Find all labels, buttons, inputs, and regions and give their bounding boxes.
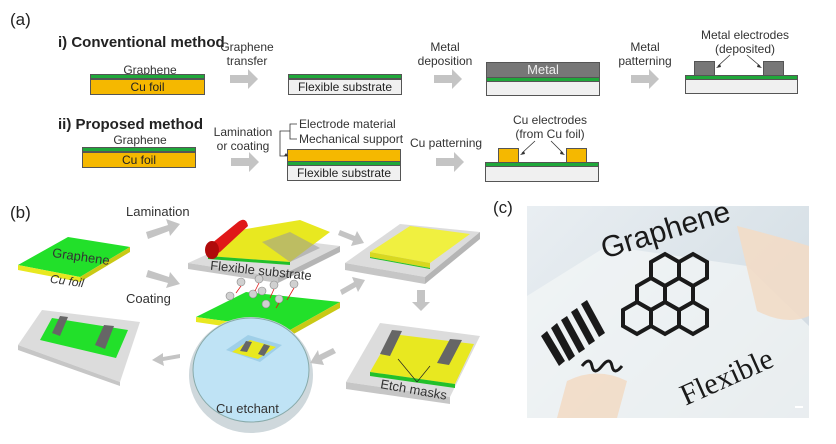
cu-foil-label: Cu foil (121, 153, 156, 167)
pointer-line (746, 54, 761, 67)
panel-a-label: (a) (10, 10, 31, 29)
label-line: (from Cu foil) (515, 127, 585, 141)
final-device (18, 310, 140, 386)
cu-foil-label: Cu foil (130, 80, 165, 94)
flexible-electrode-photo: Graphene Flexible (527, 206, 809, 418)
graphene-label-prop: Graphene (113, 133, 167, 147)
pointer-head (716, 64, 721, 68)
photo-illustration (527, 226, 809, 418)
process-arrow (338, 230, 364, 246)
step-metal-deposition: Metal deposition (415, 40, 475, 68)
cu-foil-layer: Cu foil (82, 152, 196, 168)
cu-etchant-dish (189, 317, 313, 433)
process-arrow (412, 290, 430, 311)
step-text: Lamination (213, 125, 273, 139)
process-arrow (340, 277, 365, 295)
label-line: Metal electrodes (700, 28, 790, 42)
process-arrow (152, 353, 180, 366)
step-text: Metal (630, 40, 660, 54)
substrate-layer (486, 81, 600, 96)
flexible-substrate-label: Flexible substrate (296, 166, 392, 180)
glove-hand (557, 373, 627, 418)
step-metal-patterning: Metal patterning (615, 40, 675, 68)
graphene-label-conv: Graphene (123, 63, 177, 77)
panel-b-label: (b) (10, 203, 31, 222)
graphene-layer (90, 74, 205, 79)
graphene-top (18, 237, 130, 277)
bracket-line (279, 123, 297, 157)
panel-c-label: (c) (493, 198, 513, 217)
particles (225, 274, 299, 309)
cu-electrodes-label: Cu electrodes (from Cu foil) (495, 113, 605, 141)
scale-bar (795, 406, 803, 408)
label-line: (deposited) (714, 42, 776, 56)
pointer-head (284, 153, 288, 156)
step-cu-patterning: Cu patterning (410, 136, 483, 150)
metal-label: Metal (527, 62, 559, 77)
shadow (262, 232, 320, 262)
process-arrow (434, 69, 462, 89)
process-arrow (631, 69, 659, 89)
step-lamination-or-coating: Lamination or coating (210, 125, 276, 153)
graphene-cu-stack (18, 237, 130, 282)
glove-hand (737, 226, 809, 320)
label-line: Cu electrodes (512, 113, 588, 127)
metal-electrodes-label: Metal electrodes (deposited) (690, 28, 800, 56)
process-arrow (146, 219, 180, 239)
process-arrow (231, 152, 259, 172)
proposed-method-title: ii) Proposed method (58, 116, 204, 133)
cu-etchant-label: Cu etchant (216, 401, 279, 416)
pointer-head (560, 151, 565, 155)
process-arrow (436, 152, 464, 172)
cu-electrode-masked (52, 316, 68, 336)
step-text: Graphene (220, 40, 274, 54)
pointer-head (520, 151, 525, 155)
graphene-layer (82, 147, 196, 152)
step-text: patterning (618, 54, 672, 68)
step-text: or coating (216, 139, 270, 153)
cu-electrode-masked (95, 325, 114, 349)
coating-label: Coating (126, 291, 171, 306)
pointer-head (757, 64, 762, 68)
role-mechanical-support: Mechanical support (299, 132, 404, 146)
hexagon-electrodes (621, 251, 709, 337)
step-text: transfer (226, 54, 268, 68)
process-arrow (146, 270, 180, 288)
process-arrow (310, 348, 336, 365)
lamination-stack (188, 219, 340, 283)
cu-foil-side (80, 247, 130, 282)
stripe-electrodes (541, 300, 605, 366)
flexible-substrate-layer: Flexible substrate (287, 165, 401, 181)
serpentine-electrode (580, 359, 624, 373)
graphene-layer (288, 74, 402, 79)
laminated-result (345, 224, 480, 284)
cu-foil-side (18, 265, 80, 282)
etch-mask-stack (346, 323, 480, 404)
step-text: Metal (430, 40, 460, 54)
flexible-substrate-layer: Flexible substrate (288, 79, 402, 95)
etch-mask (437, 339, 462, 365)
substrate-layer (485, 166, 599, 182)
role-electrode-material: Electrode material (299, 117, 396, 131)
conventional-method-title: i) Conventional method (58, 34, 225, 51)
lamination-label: Lamination (126, 204, 190, 219)
step-graphene-transfer: Graphene transfer (212, 40, 282, 68)
step-text: deposition (417, 54, 473, 68)
flexible-substrate-label: Flexible substrate (297, 80, 393, 94)
etch-mask (380, 330, 402, 356)
substrate-layer (685, 79, 798, 94)
roller (205, 219, 248, 259)
process-arrow (230, 69, 258, 89)
cu-foil-layer: Cu foil (90, 79, 205, 95)
pointer-line (521, 140, 536, 154)
